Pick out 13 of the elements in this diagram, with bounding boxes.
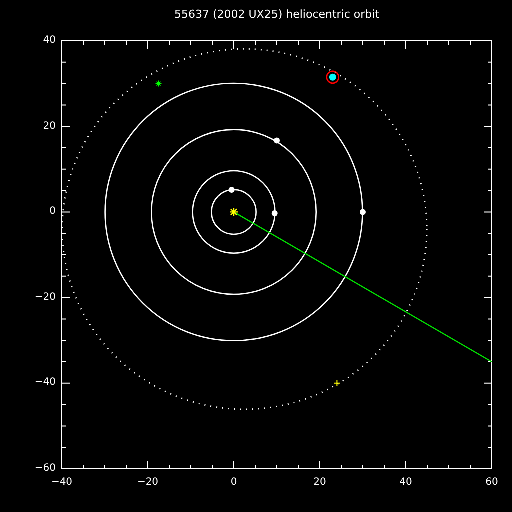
y-tick-label: −20: [34, 292, 56, 304]
x-tick-label: 0: [230, 477, 238, 489]
y-tick-label: 20: [43, 120, 56, 133]
x-tick-label: 20: [314, 477, 326, 489]
x-tick-label: 40: [400, 477, 412, 489]
y-tick-label: 0: [50, 206, 56, 218]
y-tick-label: −60: [34, 463, 56, 475]
x-tick-label: −40: [51, 477, 73, 489]
y-tick-label: 40: [43, 35, 56, 47]
x-tick-label: −20: [137, 477, 159, 489]
x-tick-label: 60: [486, 477, 498, 489]
y-tick-label: −40: [34, 377, 56, 390]
chart-title: 55637 (2002 UX25) heliocentric orbit: [173, 8, 381, 21]
